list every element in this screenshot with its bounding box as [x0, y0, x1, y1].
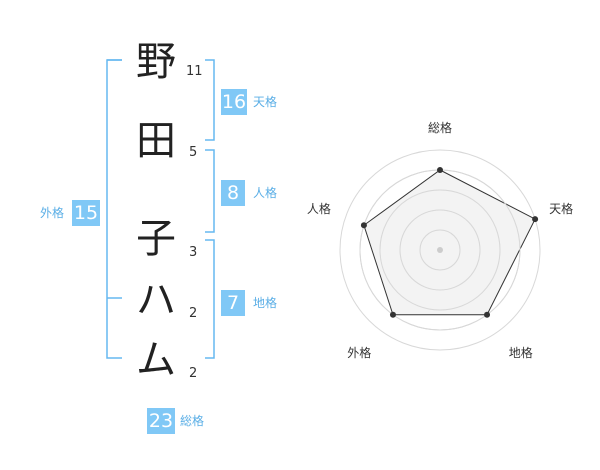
- radar-ring-overlay: [419, 229, 461, 271]
- chikaku-bracket: [205, 239, 215, 359]
- stroke-count-4: 2: [189, 306, 198, 321]
- stroke-count-2: 5: [189, 145, 198, 160]
- radar-axis-label-5: 人格: [307, 201, 331, 216]
- gaikaku-value: 15: [72, 200, 100, 226]
- radar-ring-overlay: [379, 189, 501, 311]
- jinkaku-bracket: [205, 149, 215, 233]
- radar-point-4: [389, 311, 396, 318]
- name-char-5: ム: [136, 337, 176, 383]
- radar-polygon: [363, 169, 536, 316]
- radar-center-dot: [437, 247, 443, 253]
- name-char-3: 子: [136, 216, 176, 262]
- tenkaku-value: 16: [221, 89, 247, 115]
- chikaku-label: 地格: [253, 296, 278, 310]
- radar-point-3: [484, 311, 491, 318]
- name-char-4: ハ: [136, 277, 176, 323]
- name-char-1: 野: [136, 39, 176, 85]
- radar-ring-overlay: [399, 209, 481, 291]
- radar-axis-label-4: 外格: [347, 345, 371, 360]
- radar-point-5: [360, 222, 367, 229]
- gaikaku-label: 外格: [40, 206, 65, 220]
- jinkaku-label: 人格: [253, 186, 278, 200]
- radar-axis-label-2: 天格: [549, 201, 573, 216]
- stroke-count-5: 2: [189, 366, 198, 381]
- soukaku-value: 23: [147, 408, 175, 434]
- tenkaku-label: 天格: [253, 95, 278, 109]
- radar-point-1: [437, 167, 443, 173]
- radar-axis-label-3: 地格: [509, 345, 533, 360]
- tenkaku-bracket: [205, 59, 215, 141]
- radar-axis-label-1: 総格: [428, 120, 452, 135]
- chikaku-value: 7: [221, 290, 245, 316]
- radar-point-2: [532, 216, 539, 223]
- stroke-count-3: 3: [189, 245, 198, 260]
- jinkaku-value: 8: [221, 180, 245, 206]
- name-char-2: 田: [136, 118, 176, 164]
- soukaku-label: 総格: [180, 414, 205, 428]
- stroke-count-1: 11: [186, 64, 203, 79]
